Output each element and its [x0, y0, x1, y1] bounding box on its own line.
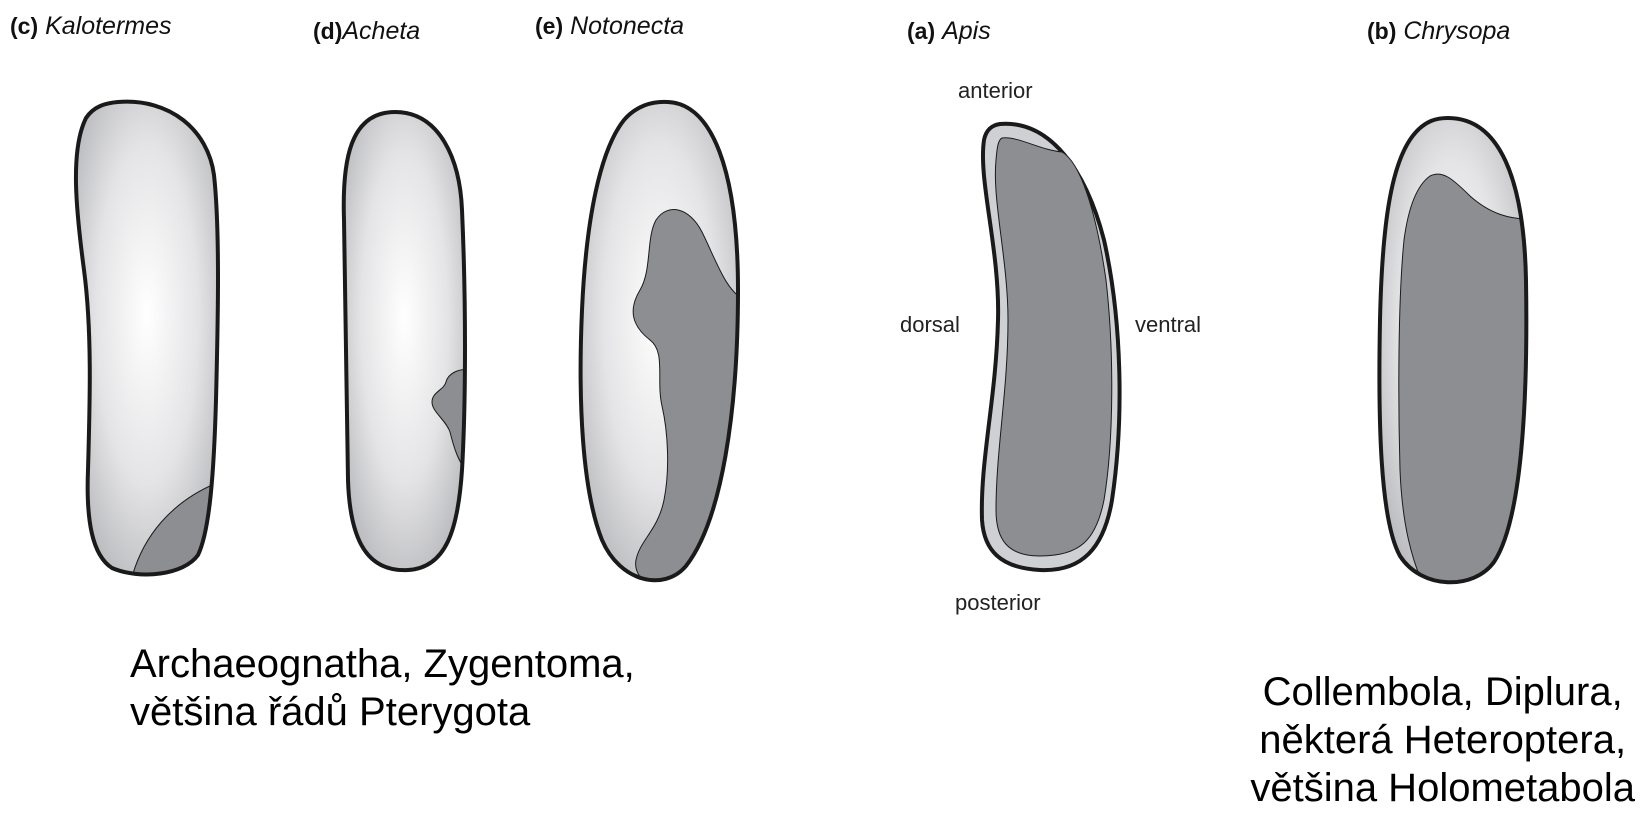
caption-right-line-2: některá Heteroptera, [1250, 716, 1635, 764]
caption-right-line-3: většina Holometabola [1250, 764, 1635, 812]
caption-right: Collembola, Diplura, některá Heteroptera… [1250, 668, 1635, 812]
caption-left-line-1: Archaeognatha, Zygentoma, [130, 640, 635, 688]
egg-kalotermes [76, 102, 240, 600]
germ-band-chrysopa [1399, 174, 1540, 600]
caption-left: Archaeognatha, Zygentoma, většina řádů P… [130, 640, 635, 736]
germ-band-apis [995, 138, 1111, 556]
egg-acheta [344, 112, 470, 570]
egg-chrysopa [1379, 118, 1540, 600]
egg-apis [982, 124, 1120, 570]
egg-notonecta [581, 102, 745, 600]
caption-left-line-2: většina řádů Pterygota [130, 688, 635, 736]
caption-right-line-1: Collembola, Diplura, [1250, 668, 1635, 716]
